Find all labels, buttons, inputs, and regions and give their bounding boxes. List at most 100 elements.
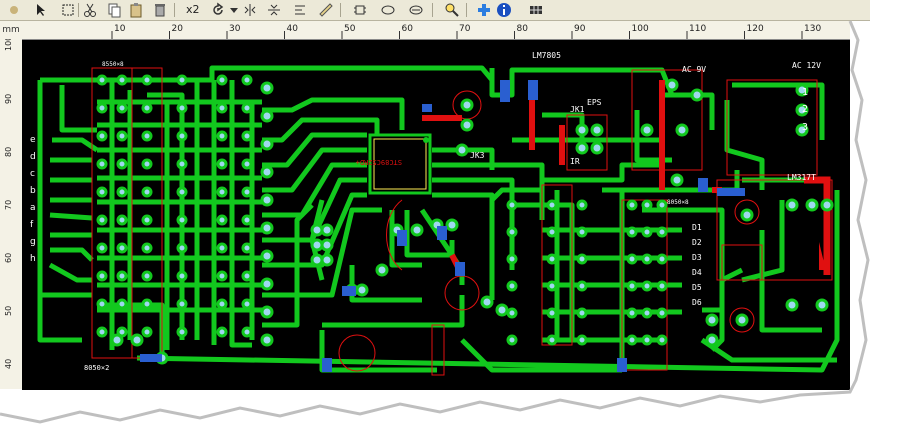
pad: [241, 158, 253, 170]
pad: [506, 199, 518, 211]
delete-icon[interactable]: [152, 2, 168, 18]
pad: [576, 253, 588, 265]
pad: [546, 334, 558, 346]
flip-horizontal-icon[interactable]: [242, 2, 258, 18]
pad: [815, 298, 829, 312]
mirror-icon[interactable]: [266, 2, 282, 18]
pad: [320, 223, 334, 237]
pad: [241, 298, 253, 310]
pad: [176, 242, 188, 254]
pad: [241, 214, 253, 226]
pad: [176, 298, 188, 310]
pad: [546, 253, 558, 265]
pad: [260, 333, 274, 347]
pcb-canvas[interactable]: STC89C52RD+ LM7805 LM317T AC 9V AC 12V E…: [22, 40, 850, 390]
pad: [216, 298, 228, 310]
add-icon[interactable]: [476, 2, 492, 18]
pad: [375, 263, 389, 277]
ruler-top-label: 80: [517, 24, 529, 34]
dropdown-icon[interactable]: [226, 2, 242, 18]
cut-icon[interactable]: [82, 2, 98, 18]
terminal-pin-3: 3: [802, 122, 808, 133]
ruler-left-label: 100: [4, 39, 13, 51]
segment-label: g: [30, 237, 36, 247]
pad: [141, 158, 153, 170]
rotate-icon[interactable]: [210, 2, 226, 18]
pad: [546, 307, 558, 319]
pad: [141, 130, 153, 142]
pad: [795, 103, 809, 117]
pad: [260, 165, 274, 179]
ruler-top-label: 100: [632, 24, 649, 34]
pad: [641, 253, 653, 265]
pad: [216, 130, 228, 142]
pad: [241, 74, 253, 86]
grid-icon[interactable]: [528, 2, 544, 18]
measure-icon[interactable]: [318, 2, 334, 18]
pad: [241, 102, 253, 114]
d1-label: D1: [692, 223, 702, 232]
pad: [506, 307, 518, 319]
pad: [641, 226, 653, 238]
pad: [116, 298, 128, 310]
pad: [576, 280, 588, 292]
d2-label: D2: [692, 238, 702, 247]
jk3-label: JK3: [470, 151, 485, 160]
pad: [495, 303, 509, 317]
component-icon[interactable]: [352, 2, 368, 18]
ac9-label: AC 9V: [682, 65, 706, 74]
pad: [260, 193, 274, 207]
align-icon[interactable]: [292, 2, 308, 18]
ruler-top-label: 120: [747, 24, 764, 34]
pcb-board: STC89C52RD+ LM7805 LM317T AC 9V AC 12V E…: [30, 51, 840, 376]
q2-label: 8050×2: [84, 364, 109, 372]
pad: [455, 143, 469, 157]
ruler-top-label: 10: [114, 24, 126, 34]
copy-icon[interactable]: [106, 2, 122, 18]
pad: [820, 198, 834, 212]
layer-icon[interactable]: [408, 2, 424, 18]
pad: [96, 242, 108, 254]
pad: [576, 199, 588, 211]
toolbar-separator: [78, 3, 79, 17]
pad: [241, 242, 253, 254]
pad: [216, 270, 228, 282]
segment-label: b: [30, 186, 36, 196]
pad: [141, 74, 153, 86]
pad: [216, 242, 228, 254]
ruler-top-label: 20: [172, 24, 184, 34]
pad: [216, 102, 228, 114]
reg5v-label: LM7805: [532, 51, 561, 60]
paste-icon[interactable]: [128, 2, 144, 18]
pad: [506, 334, 518, 346]
pad: [260, 137, 274, 151]
pad: [590, 141, 604, 155]
d3-label: D3: [692, 253, 702, 262]
pointer-icon[interactable]: [32, 2, 48, 18]
ruler-top-label: 60: [402, 24, 414, 34]
pad: [641, 307, 653, 319]
pad: [575, 141, 589, 155]
pad: [96, 326, 108, 338]
ruler-left-label: 40: [4, 359, 13, 369]
select-icon[interactable]: [60, 2, 76, 18]
pad: [656, 199, 668, 211]
pad: [480, 295, 494, 309]
zoom-x2-button[interactable]: x2: [186, 3, 200, 16]
vias: [140, 80, 745, 372]
hand-icon[interactable]: [6, 2, 22, 18]
ruler-left-label: 60: [4, 253, 13, 263]
d4-label: D4: [692, 268, 702, 277]
pad: [141, 270, 153, 282]
ac12-label: AC 12V: [792, 61, 821, 70]
mcu-chip[interactable]: [368, 133, 432, 195]
pad: [576, 226, 588, 238]
pad: [641, 280, 653, 292]
pad: [546, 199, 558, 211]
info-icon[interactable]: [496, 2, 512, 18]
search-icon[interactable]: [444, 2, 460, 18]
net-icon[interactable]: [380, 2, 396, 18]
pad: [260, 249, 274, 263]
pad: [176, 214, 188, 226]
